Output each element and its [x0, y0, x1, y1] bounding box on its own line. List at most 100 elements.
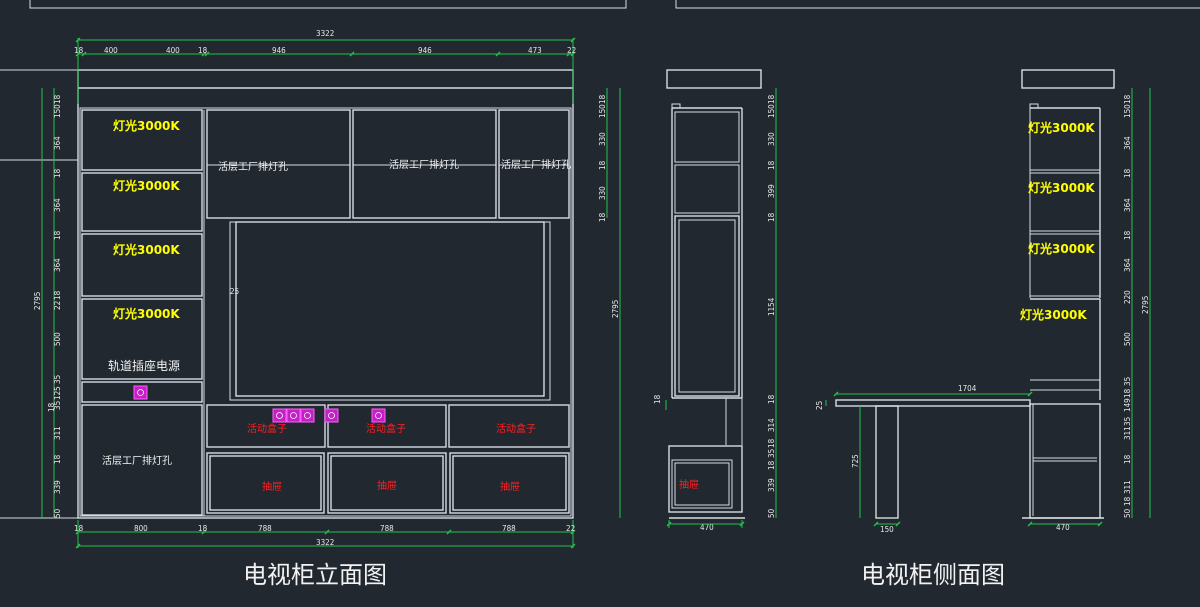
depth-dimension: 470 [1056, 523, 1070, 532]
dimension-value: 18 [53, 290, 62, 300]
light-label: 灯光3000K [113, 306, 180, 321]
dimension-value: 18 [1123, 496, 1132, 506]
desk-dimensions: 1704 25 725 150 470 [815, 384, 1070, 534]
dimension-value: 18 [767, 394, 776, 404]
light-label: 灯光3000K [113, 178, 180, 193]
side-view-title: 电视柜侧面图 [861, 561, 1005, 589]
dimension-value: 339 [767, 478, 776, 492]
dimension-value: 18 [767, 460, 776, 470]
dimension-value: 18 [598, 212, 607, 222]
dimension-value: 22 [567, 46, 576, 55]
drawer-label: 抽屉 [679, 478, 699, 491]
dimension-value: 18 [53, 168, 62, 178]
shelf-light-label: 活层工厂排灯孔 [501, 158, 571, 171]
dimension-value: 150 [598, 104, 607, 118]
dimension-value: 311 [53, 426, 62, 440]
dimension-value: 18 [53, 230, 62, 240]
side-view-vertical-dimensions: 18 150 330 18 399 18 1154 18 314 18 35 1… [767, 94, 776, 518]
front-labels: 灯光3000K 灯光3000K 灯光3000K 灯光3000K 轨道插座电源 活… [102, 118, 571, 493]
dimension-value: 220 [1123, 290, 1132, 304]
dimension-value: 500 [53, 332, 62, 346]
shelf-light-label: 活层工厂排灯孔 [218, 160, 288, 173]
desk-thickness-dimension: 25 [815, 401, 824, 410]
drawer-label: 抽屉 [500, 480, 520, 493]
light-label: 灯光3000K [113, 118, 180, 133]
dimension-value: 22 [53, 301, 62, 310]
side-view-dimension-lines [665, 88, 777, 528]
dimension-value: 18 [1123, 94, 1132, 104]
dimension-value: 18 [598, 160, 607, 170]
drawer-label: 抽屉 [262, 480, 282, 493]
desk-leg-height-dimension: 725 [851, 454, 860, 468]
dimension-value: 788 [502, 524, 516, 533]
desk-leg-width-dimension: 150 [880, 525, 894, 534]
dimension-value: 149 [1123, 398, 1132, 412]
dimension-value: 22 [566, 524, 575, 533]
dimension-value: 330 [598, 186, 607, 200]
dimension-value: 35 [53, 375, 62, 384]
depth-dimension: 470 [700, 523, 714, 532]
dimension-value: 800 [134, 524, 148, 533]
total-height-dimension: 2795 [1141, 296, 1150, 314]
socket-icon [133, 385, 148, 400]
dimension-value: 364 [1123, 136, 1132, 150]
right-side-view [835, 69, 1115, 519]
front-top-dimensions: 3322 18 400 400 18 946 946 473 22 [74, 29, 576, 55]
dimension-value: 18 [198, 524, 208, 533]
light-label: 灯光3000K [1028, 180, 1095, 195]
dimension-value: 18 [1123, 168, 1132, 178]
dimension-value: 18 [198, 46, 208, 55]
side-view [666, 69, 762, 519]
front-right-dimensions: 2795 18 150 330 18 330 18 [598, 94, 620, 318]
dimension-value: 364 [53, 136, 62, 150]
track-socket-label: 轨道插座电源 [108, 358, 180, 373]
dimension-value: 946 [272, 46, 286, 55]
light-label: 灯光3000K [1020, 307, 1087, 322]
dimension-value: 18 [653, 394, 662, 404]
total-height-dimension: 2795 [33, 292, 42, 310]
dimension-value: 500 [1123, 332, 1132, 346]
movable-box-label: 活动盒子 [366, 422, 406, 435]
dimension-value: 364 [1123, 258, 1132, 272]
light-label: 灯光3000K [1028, 120, 1095, 135]
dimension-value: 18 [767, 438, 776, 448]
elevation-title: 电视柜立面图 [243, 561, 387, 589]
dimension-value: 35 [1123, 377, 1132, 386]
dimension-value: 314 [767, 418, 776, 432]
dimension-value: 473 [528, 46, 542, 55]
dimension-value: 18 [47, 402, 56, 412]
dimension-value: 400 [104, 46, 118, 55]
dimension-value: 35 [53, 401, 62, 410]
dimension-value: 18 [74, 524, 84, 533]
front-dimension-lines [41, 38, 621, 548]
dimension-value: 50 [767, 508, 776, 518]
right-side-dimension-lines [825, 88, 1151, 527]
total-width-dimension: 3322 [316, 29, 334, 38]
front-dimension-ticks [75, 37, 576, 549]
dimension-value: 18 [53, 94, 62, 104]
dimension-value: 339 [53, 480, 62, 494]
dimension-value: 18 [598, 94, 607, 104]
socket-icon [300, 408, 315, 423]
dimension-value: 18 [74, 46, 84, 55]
dimension-value: 50 [1123, 508, 1132, 518]
front-left-dimensions: 2795 18 150 364 18 364 18 364 18 22 500 … [33, 94, 62, 518]
dimension-value: 311 [1123, 426, 1132, 440]
dimension-value: 788 [258, 524, 272, 533]
dimension-value: 50 [53, 508, 62, 518]
dimension-value: 364 [53, 198, 62, 212]
socket-icon [371, 408, 386, 423]
dimension-value: 18 [1123, 454, 1132, 464]
light-label: 灯光3000K [113, 242, 180, 257]
dimension-value: 946 [418, 46, 432, 55]
desk-length-dimension: 1704 [958, 384, 977, 393]
dimension-value: 150 [53, 104, 62, 118]
dimension-value: 35 [767, 449, 776, 458]
movable-box-label: 活动盒子 [496, 422, 536, 435]
total-height-dimension: 2795 [611, 300, 620, 318]
side-view-labels: 抽屉 470 18 [653, 394, 714, 532]
dimension-value: 311 [1123, 480, 1132, 494]
right-side-vertical-dimensions: 2795 18 150 364 18 364 18 364 220 500 35… [1123, 94, 1150, 518]
dimension-value: 1154 [767, 297, 776, 316]
